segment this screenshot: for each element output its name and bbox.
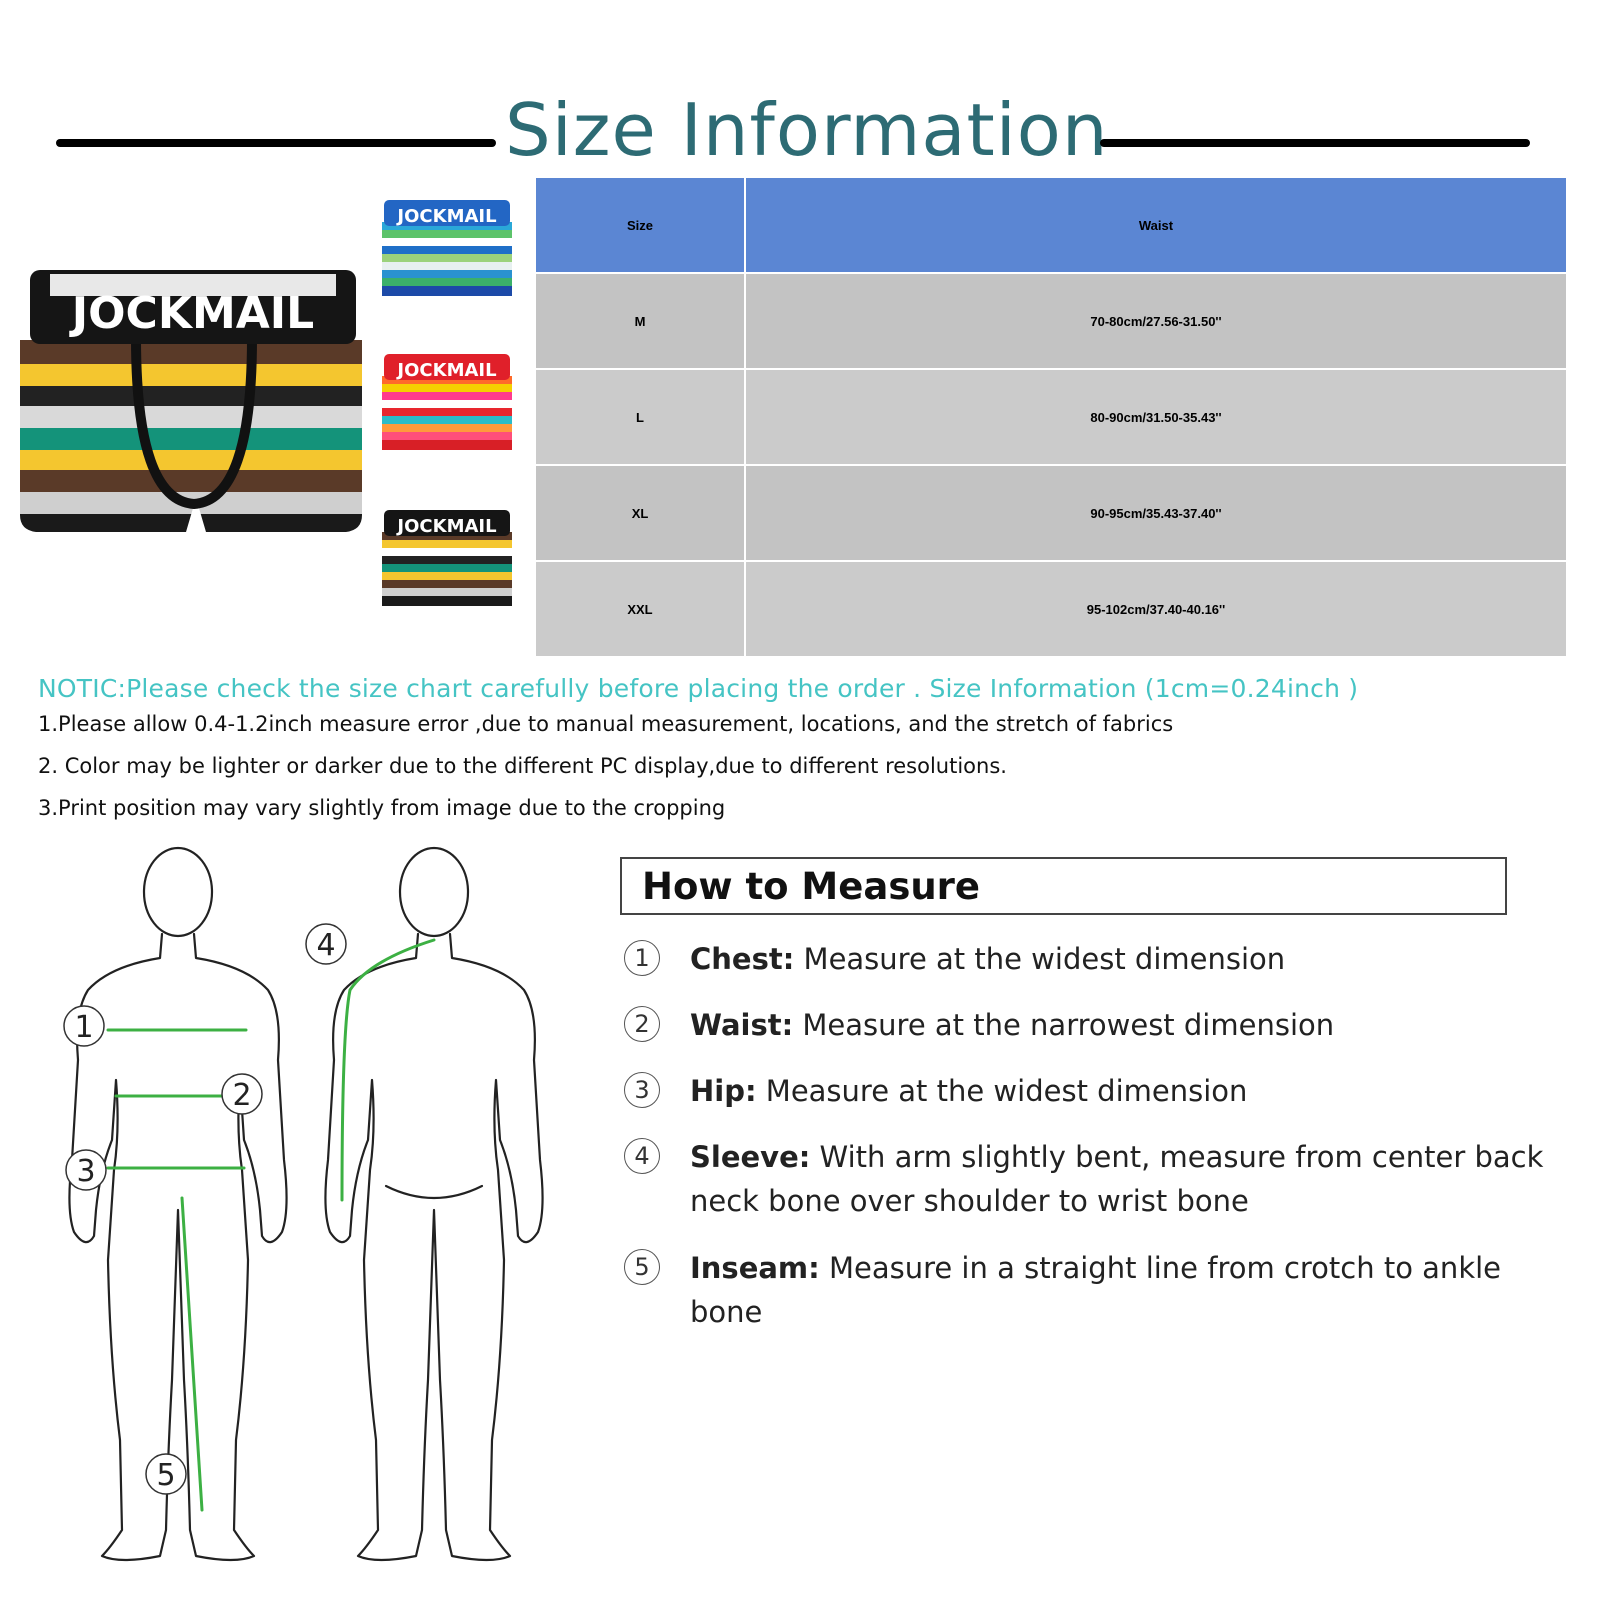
marker-4: 4 (305, 923, 347, 965)
brand-label-red: JOCKMAIL (395, 360, 496, 381)
title-line-left (56, 139, 496, 147)
item-text: Measure in a straight line from crotch t… (690, 1251, 1502, 1329)
table-row: M 70-80cm/27.56-31.50'' (534, 272, 1568, 370)
item-label: Chest: (690, 942, 795, 976)
table-row: L 80-90cm/31.50-35.43'' (534, 368, 1568, 466)
product-image-blue: JOCKMAIL (382, 200, 512, 296)
brand-label-striped: JOCKMAIL (395, 516, 496, 537)
size-table-header-row: Size Waist (534, 176, 1568, 274)
item-text: Measure at the widest dimension (756, 1074, 1248, 1108)
size-header: Size (534, 176, 746, 274)
svg-text:4: 4 (316, 928, 335, 963)
measure-item-hip: Hip: Measure at the widest dimension (690, 1069, 1550, 1113)
item-label: Sleeve: (690, 1140, 811, 1174)
inseam-line (180, 1196, 204, 1512)
item-number-2: 2 (624, 1006, 660, 1042)
item-label: Inseam: (690, 1251, 820, 1285)
waist-cell: 70-80cm/27.56-31.50'' (744, 272, 1568, 370)
item-text: Measure at the narrowest dimension (793, 1008, 1335, 1042)
item-number-1: 1 (624, 940, 660, 976)
size-cell: XL (534, 464, 746, 562)
svg-text:2: 2 (232, 1078, 251, 1113)
svg-text:1: 1 (74, 1010, 93, 1045)
size-cell: L (534, 368, 746, 466)
measure-item-inseam: Inseam: Measure in a straight line from … (690, 1246, 1550, 1334)
front-figure-outline (68, 846, 288, 1562)
how-to-measure-title: How to Measure (642, 865, 981, 908)
table-row: XXL 95-102cm/37.40-40.16'' (534, 560, 1568, 658)
page-title: Size Information (505, 88, 1109, 172)
waist-header: Waist (744, 176, 1568, 274)
note-line-2: 2. Color may be lighter or darker due to… (38, 754, 1007, 778)
brand-label-blue: JOCKMAIL (395, 206, 496, 227)
product-image-red: JOCKMAIL (382, 354, 512, 450)
back-figure-outline (324, 846, 544, 1562)
size-cell: M (534, 272, 746, 370)
measure-item-waist: Waist: Measure at the narrowest dimensio… (690, 1003, 1550, 1047)
waist-cell: 90-95cm/35.43-37.40'' (744, 464, 1568, 562)
marker-5: 5 (145, 1453, 187, 1495)
product-image-main: JOCKMAIL (20, 270, 362, 532)
brand-label-main: JOCKMAIL (69, 288, 314, 339)
measure-item-chest: Chest: Measure at the widest dimension (690, 937, 1550, 981)
item-label: Hip: (690, 1074, 757, 1108)
note-line-3: 3.Print position may vary slightly from … (38, 796, 726, 820)
size-cell: XXL (534, 560, 746, 658)
item-number-5: 5 (624, 1249, 660, 1285)
item-number-4: 4 (624, 1138, 660, 1174)
sleeve-line (340, 938, 436, 1202)
product-image-striped: JOCKMAIL (382, 510, 512, 606)
item-number-3: 3 (624, 1072, 660, 1108)
marker-3: 3 (65, 1149, 107, 1191)
svg-text:3: 3 (76, 1154, 95, 1189)
table-row: XL 90-95cm/35.43-37.40'' (534, 464, 1568, 562)
waist-cell: 80-90cm/31.50-35.43'' (744, 368, 1568, 466)
marker-1: 1 (63, 1005, 105, 1047)
item-text: Measure at the widest dimension (794, 942, 1286, 976)
notice-text: NOTIC:Please check the size chart carefu… (38, 674, 1359, 703)
measure-item-sleeve: Sleeve: With arm slightly bent, measure … (690, 1135, 1550, 1223)
svg-text:5: 5 (156, 1458, 175, 1493)
how-to-measure-box: How to Measure (620, 857, 1507, 915)
note-line-1: 1.Please allow 0.4-1.2inch measure error… (38, 712, 1174, 736)
waist-cell: 95-102cm/37.40-40.16'' (744, 560, 1568, 658)
item-text: With arm slightly bent, measure from cen… (690, 1140, 1544, 1218)
body-measurement-diagram: 1 2 3 4 5 (63, 846, 544, 1562)
marker-2: 2 (221, 1073, 263, 1115)
title-line-right (1100, 139, 1530, 147)
size-table: Size Waist M 70-80cm/27.56-31.50'' L 80-… (534, 176, 1568, 658)
item-label: Waist: (690, 1008, 794, 1042)
